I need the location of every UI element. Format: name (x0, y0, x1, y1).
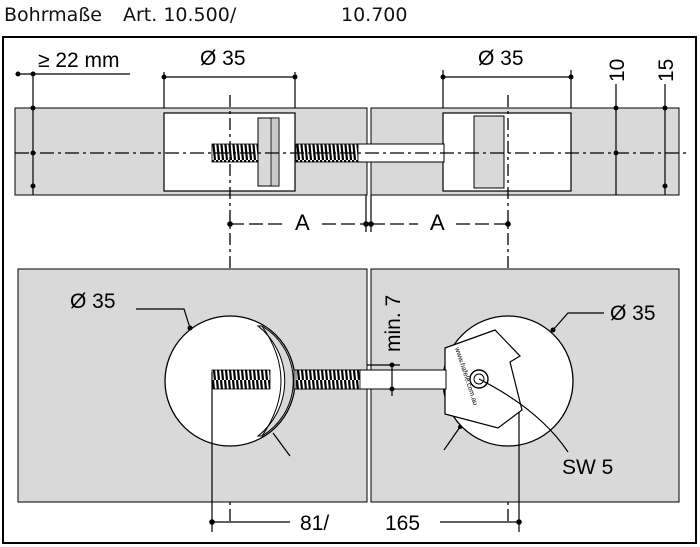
header-title: Bohrmaße (4, 4, 102, 26)
distance-label-b: 165 (385, 512, 420, 535)
distance-a-right: A (430, 210, 445, 235)
wrench-size-label: SW 5 (562, 456, 613, 479)
drawing-frame (2, 36, 697, 544)
top-view: ≥ 22 mm Ø 35 Ø 35 10 15 A (14, 47, 690, 525)
distance-label-a: 81/ (300, 512, 329, 535)
top-housing-right (473, 115, 505, 189)
header-article: Art. 10.500/ (123, 4, 237, 26)
distance-a-left: A (295, 210, 310, 235)
header: Bohrmaße Art. 10.500/ 10.700 (4, 2, 694, 32)
bottom-screw-left (211, 369, 271, 390)
depth-15-label: 15 (655, 59, 678, 82)
bottom-view: www.hafele.com.au min. 7 Ø 35 Ø 35 SW 5 (17, 268, 680, 535)
depth-10-label: 10 (606, 59, 629, 82)
top-diameter-left: Ø 35 (200, 47, 246, 70)
bottom-diameter-right: Ø 35 (610, 302, 656, 325)
top-pocket-right (442, 112, 572, 192)
bottom-diameter-left: Ø 35 (70, 290, 116, 313)
top-diameter-right: Ø 35 (478, 47, 524, 70)
header-article-alt: 10.700 (341, 4, 408, 26)
min-gap-label: min. 7 (382, 295, 405, 352)
bottom-screw-right (295, 369, 361, 390)
min-edge-label: ≥ 22 mm (38, 49, 120, 72)
